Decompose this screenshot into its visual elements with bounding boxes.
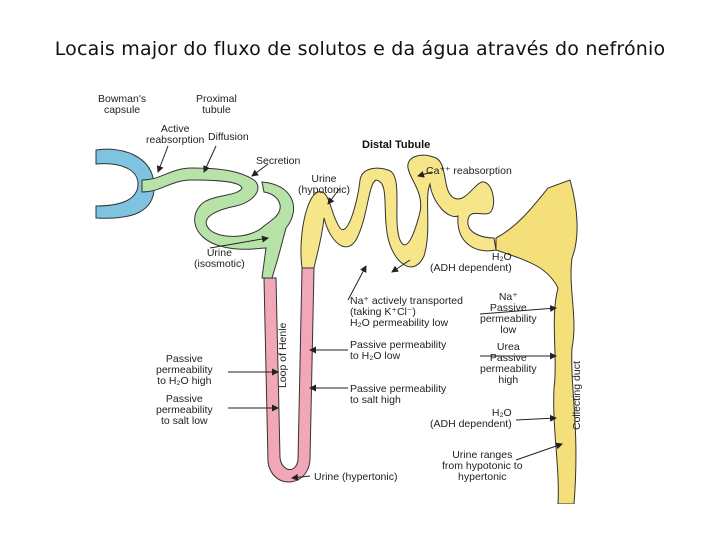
label-ca-reabsorption: Ca⁺⁺ reabsorption: [426, 165, 512, 177]
arrow-urine-isosmotic: [209, 235, 269, 249]
label-h2o-adh-2: H₂O(ADH dependent): [430, 407, 512, 430]
label-collecting-duct: Collecting duct: [571, 361, 583, 430]
proximal-tubule-shape: [141, 167, 295, 279]
label-distal-tubule: Distal Tubule: [362, 139, 431, 151]
label-urine-hypotonic: Urine(hypotonic): [298, 173, 350, 196]
arrow-na-active: [347, 265, 367, 301]
arrow-secretion: [251, 163, 269, 177]
arrow-ca-reabsorption: [417, 170, 433, 178]
label-h2o-adh-1: H₂O(ADH dependent): [430, 251, 512, 274]
arrow-diffusion: [203, 145, 217, 173]
page-title: Locais major do fluxo de solutos e da ág…: [54, 38, 666, 60]
loop-of-henle-shape: [263, 267, 315, 483]
label-urine-hypertonic: Urine (hypertonic): [314, 471, 398, 483]
label-loop-of-henle: Loop of Henle: [277, 322, 289, 388]
distal-tubule-shape: [300, 154, 497, 269]
arrow-h2o-adh-2: [515, 414, 557, 422]
label-urine-isosmotic: Urine(isosmotic): [194, 247, 245, 270]
label-secretion: Secretion: [256, 155, 301, 167]
arrow-h2o-adh-1: [391, 259, 411, 273]
collecting-duct-shape: [495, 179, 578, 504]
bowmans-capsule-shape: [95, 148, 155, 219]
nephron-drawing: [95, 145, 578, 504]
arrow-urine-hypotonic: [327, 187, 341, 205]
arrow-urine-ranges: [515, 442, 563, 461]
arrow-active-reabsorption: [156, 145, 169, 173]
label-diffusion: Diffusion: [208, 131, 249, 143]
label-na-active: Na⁺ actively transported(taking K⁺Cl⁻)H₂…: [350, 295, 463, 329]
arrow-na-passive: [479, 304, 557, 315]
arrow-urine-hypertonic: [291, 473, 311, 481]
